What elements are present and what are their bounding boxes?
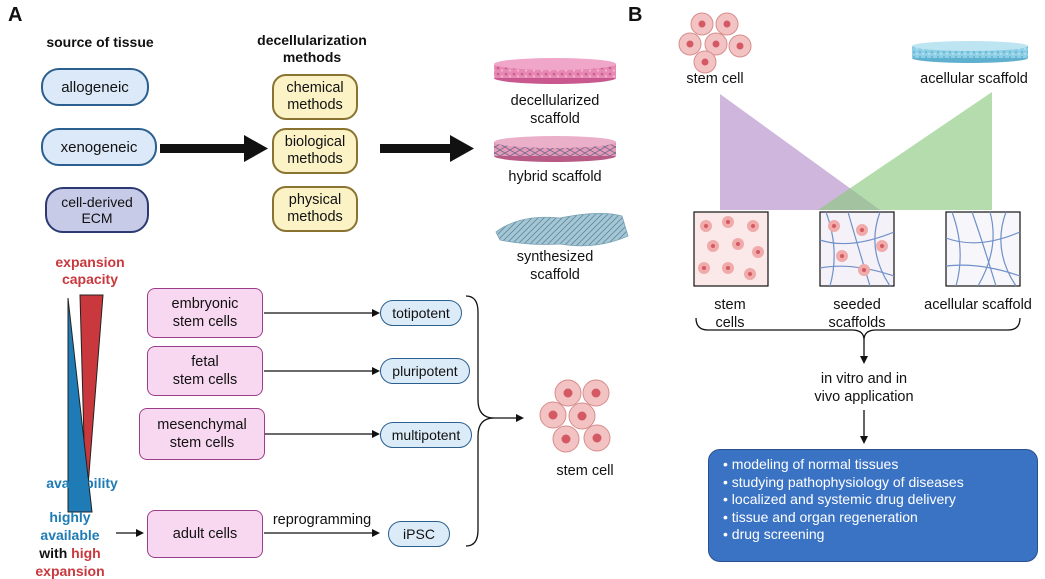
big-arrow-1 (160, 135, 268, 162)
acellular-scaffold-label-top: acellular scaffold (920, 71, 1028, 87)
totipotent-pill: totipotent (380, 300, 462, 326)
application-item: • modeling of normal tissues (723, 456, 899, 472)
applications-box: • modeling of normal tissues • studying … (708, 449, 1038, 562)
in-vitro-in-vivo-application: in vitro and in vivo application (814, 371, 914, 405)
application-item: • drug screening (723, 526, 825, 543)
decellularized-scaffold-label: decellularized scaffold (510, 93, 600, 127)
panel-letter-a: A (8, 4, 23, 26)
pluripotent-pill: pluripotent (380, 358, 470, 384)
panel-b-brace (695, 317, 1021, 444)
stem-cell-cluster-a (539, 379, 611, 453)
availability-wedge (67, 297, 93, 513)
seeded-scaffolds-tile (819, 211, 895, 287)
panel-letter-b: B (628, 4, 643, 26)
multipotent-pill: multipotent (380, 422, 472, 448)
scaffold-triangle (818, 92, 992, 210)
acellular-scaffold-graphic (912, 41, 1028, 63)
cell-to-potency-arrows (116, 309, 380, 537)
hybrid-scaffold-graphic (494, 136, 616, 162)
availability-label: availability (46, 475, 118, 491)
source-of-tissue-header: source of tissue (46, 34, 154, 50)
stem-cells-tile-label: stem cells (714, 297, 746, 331)
decellularized-scaffold-graphic (494, 58, 616, 84)
allogeneic-pill: allogeneic (41, 68, 149, 106)
stem-cells-tile (693, 211, 769, 287)
xenogeneic-pill: xenogeneic (41, 128, 157, 166)
synthesized-scaffold-graphic (495, 213, 629, 247)
high-availability-note: highly available with high expansion cap… (35, 509, 105, 579)
adult-cells-box: adult cells (147, 510, 263, 558)
hybrid-scaffold-label: hybrid scaffold (508, 169, 602, 185)
stem-cell-label-a: stem cell (556, 463, 614, 479)
big-arrow-2 (380, 135, 474, 162)
ipsc-pill: iPSC (388, 521, 450, 547)
acellular-scaffold-tile (945, 211, 1021, 287)
reprogramming-label: reprogramming (272, 512, 372, 528)
stem-cell-cluster-b (678, 12, 752, 74)
application-item: • tissue and organ regeneration (723, 508, 918, 525)
decellularization-methods-header: decellularization methods (257, 32, 367, 65)
expansion-capacity-label: expansion capacity (55, 254, 125, 287)
stem-cell-label-b: stem cell (686, 71, 744, 87)
application-item: • localized and systemic drug delivery (723, 491, 956, 508)
stem-cell-triangle (720, 94, 880, 210)
synthesized-scaffold-label: synthesized scaffold (516, 249, 594, 283)
application-item: • studying pathophysiology of diseases (723, 473, 964, 490)
acellular-scaffold-tile-label: acellular scaffold (924, 297, 1032, 313)
potency-brace (465, 295, 524, 547)
seeded-scaffolds-tile-label: seeded scaffolds (828, 297, 886, 331)
